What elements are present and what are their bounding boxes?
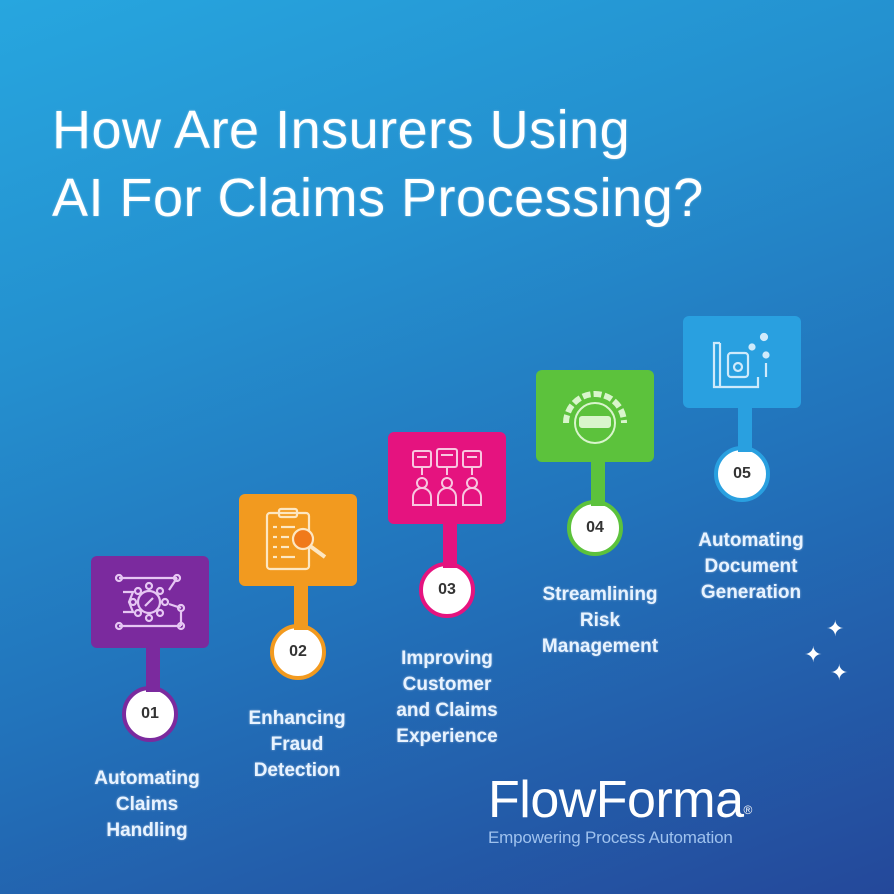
clipboard-search-icon (261, 507, 335, 573)
sparkle-icon: ✦ (826, 616, 845, 641)
sparkle-icon: ✦ (830, 660, 849, 685)
step-card (91, 556, 209, 648)
step-01: 01 (88, 556, 212, 742)
step-03-label: Improving Customer and Claims Experience (396, 648, 498, 747)
step-number-badge: 01 (122, 686, 178, 742)
page-title: How Are Insurers Using AI For Claims Pro… (52, 96, 704, 232)
step-01-label: Automating Claims Handling (94, 768, 200, 841)
step-03: 03 (385, 432, 509, 618)
step-05: 05 (680, 316, 804, 502)
sparkle-icon: ✦ (804, 642, 823, 667)
step-02-label: Enhancing Fraud Detection (248, 708, 346, 781)
gear-network-icon (111, 570, 189, 634)
ai-document-icon (706, 329, 778, 395)
step-04-label: Streamlining Risk Management (541, 584, 659, 657)
connector-stem (294, 584, 308, 630)
connector-stem (443, 522, 457, 568)
registered-mark: ® (743, 803, 753, 817)
step-card (536, 370, 654, 462)
flowforma-logo: FlowForma® Empowering Process Automation (488, 772, 752, 848)
risk-gauge-icon (556, 383, 634, 449)
step-card (239, 494, 357, 586)
step-number-badge: 04 (567, 500, 623, 556)
step-number-badge: 03 (419, 562, 475, 618)
connector-stem (591, 460, 605, 506)
step-card (683, 316, 801, 408)
title-line-2: AI For Claims Processing? (52, 168, 704, 228)
logo-name: FlowForma (488, 771, 744, 829)
title-line-1: How Are Insurers Using (52, 100, 631, 160)
step-card (388, 432, 506, 524)
customers-screens-icon (407, 445, 487, 511)
connector-stem (146, 646, 160, 692)
step-04: 04 (533, 370, 657, 556)
step-number-badge: 02 (270, 624, 326, 680)
step-05-label: Automating Document Generation (698, 530, 804, 603)
connector-stem (738, 406, 752, 452)
step-02: 02 (236, 494, 360, 680)
logo-tagline: Empowering Process Automation (488, 828, 733, 847)
step-number-badge: 05 (714, 446, 770, 502)
